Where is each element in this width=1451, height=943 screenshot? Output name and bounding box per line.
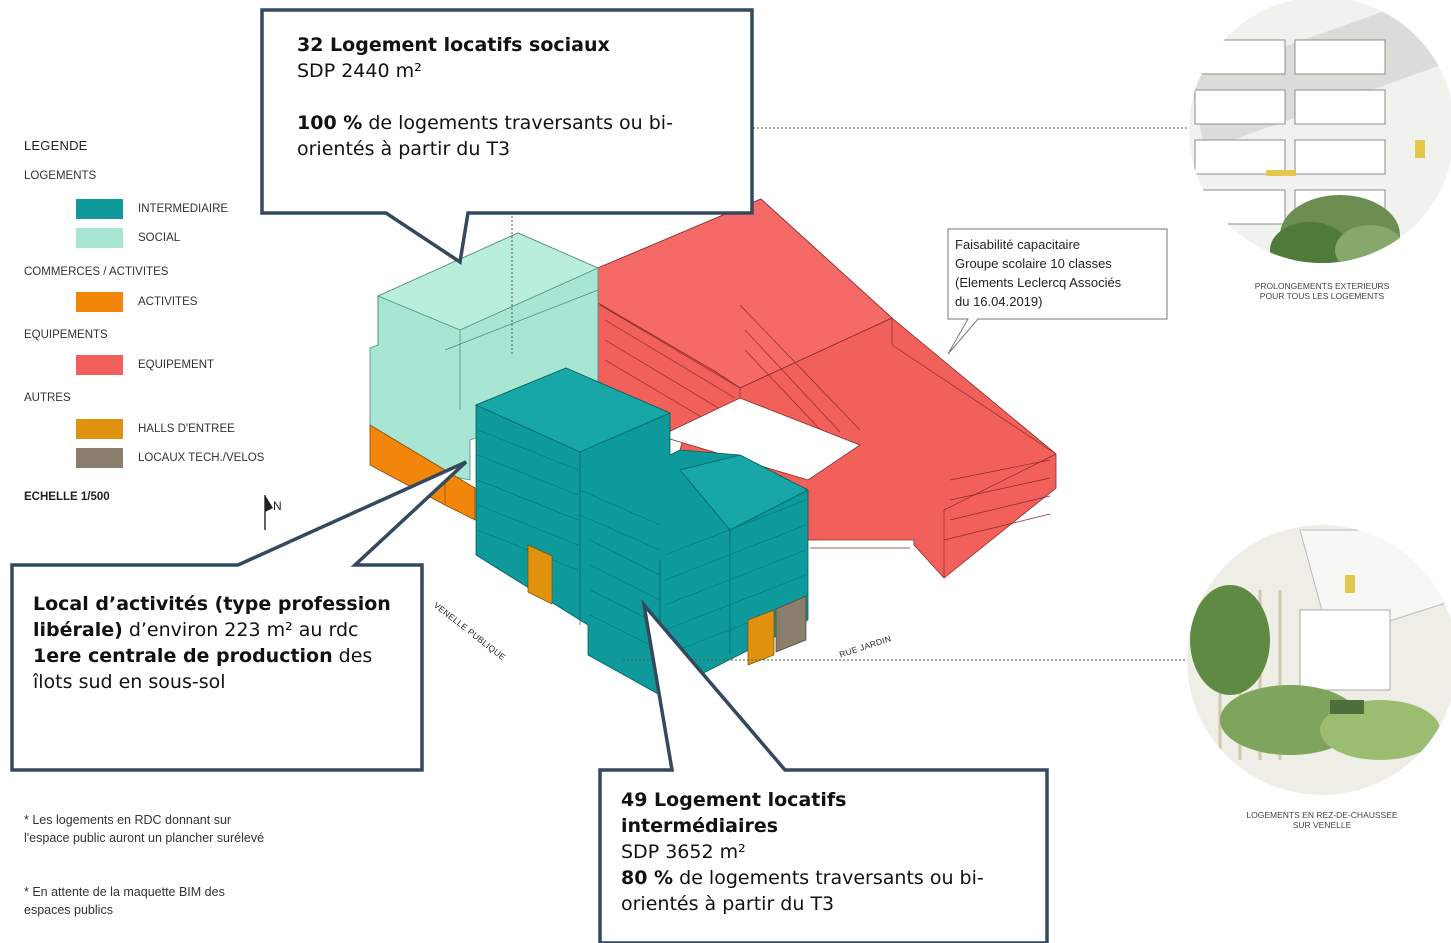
callout-social: 32 Logement locatifs sociaux SDP 2440 m²… [297,32,737,162]
swatch-activites [76,292,123,312]
vignette-rez-de-chaussee [1187,525,1451,795]
faisabilite-note: Faisabilité capacitaire Groupe scolaire … [955,235,1121,311]
legend-category-logements: LOGEMENTS [24,170,97,182]
callout-activites-text2: des îlots sud en sous-sol [33,645,373,693]
legend-category-autres: AUTRES [24,392,71,404]
swatch-intermediaire [76,199,123,219]
faisabilite-line3: (Elements Leclercq Associés [955,275,1122,290]
callout-intermediaires-pct: 80 % [621,867,674,889]
callout-intermediaires-sdp: SDP 3652 m² [621,841,746,863]
callout-frames [10,8,1049,943]
caption-bottom-line1: LOGEMENTS EN REZ-DE-CHAUSSEE [1246,810,1398,820]
caption-bottom-line2: SUR VENELLE [1292,820,1352,830]
leader-lines [511,127,1192,661]
equipement-building [585,198,1057,579]
locaux-tech-velos [775,595,807,653]
intermediaire-building [474,367,809,696]
callout-intermediaires: 49 Logement locatifs intermédiaires SDP … [621,787,1031,917]
legend-label-activites: ACTIVITES [138,296,198,308]
legend-title: LEGENDE [24,138,88,153]
caption-rez-de-chaussee: LOGEMENTS EN REZ-DE-CHAUSSEE SUR VENELLE [1212,810,1432,830]
callout-activites-text1: d’environ 223 m² au rdc [122,619,359,641]
callout-social-text: de logements traversants ou bi-orientés … [297,112,673,160]
legend-label-social: SOCIAL [138,232,181,244]
faisabilite-line1: Faisabilité capacitaire [955,237,1081,252]
social-building [369,232,599,481]
hall-entree-south [747,609,775,666]
legend-category-equipements: EQUIPEMENTS [24,329,108,341]
callout-social-heading: 32 Logement locatifs sociaux [297,34,610,56]
callout-activites-bold2: 1ere centrale de production [33,645,333,667]
callout-social-pct: 100 % [297,112,363,134]
legend-label-locaux: LOCAUX TECH./VELOS [138,452,265,464]
swatch-halls [76,419,123,439]
swatch-social [76,228,123,248]
vignette-prolongements [1189,0,1451,263]
faisabilite-frame [947,228,1168,355]
callout-activites: Local d’activités (type profession libér… [33,591,408,695]
footnote-rdc: * Les logements en RDC donnant sur l'esp… [24,813,265,845]
scale-label: ECHELLE 1/500 [24,491,110,503]
north-label: N [273,499,282,513]
legend-label-equipement: EQUIPEMENT [138,359,215,371]
callout-social-sdp: SDP 2440 m² [297,60,422,82]
callout-intermediaires-heading: 49 Logement locatifs intermédiaires [621,789,847,837]
callout-intermediaires-text: de logements traversants ou bi-orientés … [621,867,984,915]
faisabilite-line4: du 16.04.2019) [955,294,1043,309]
swatch-locaux [76,448,123,468]
hall-entree-west [527,544,553,605]
legend-label-halls: HALLS D'ENTREE [138,423,235,435]
footnote-bim: * En attente de la maquette BIM des espa… [24,885,225,917]
callout-activites-bold1: Local d’activités (type profession libér… [33,593,391,641]
faisabilite-line2: Groupe scolaire 10 classes [955,256,1112,271]
caption-prolongements: PROLONGEMENTS EXTERIEURS POUR TOUS LES L… [1222,281,1422,301]
legend-label-intermediaire: INTERMEDIAIRE [138,203,229,215]
legend-category-commerces: COMMERCES / ACTIVITES [24,266,169,278]
north-arrow [264,495,273,530]
caption-top-line2: POUR TOUS LES LOGEMENTS [1259,291,1385,301]
caption-top-line1: PROLONGEMENTS EXTERIEURS [1254,281,1390,291]
swatch-equipement [76,355,123,375]
